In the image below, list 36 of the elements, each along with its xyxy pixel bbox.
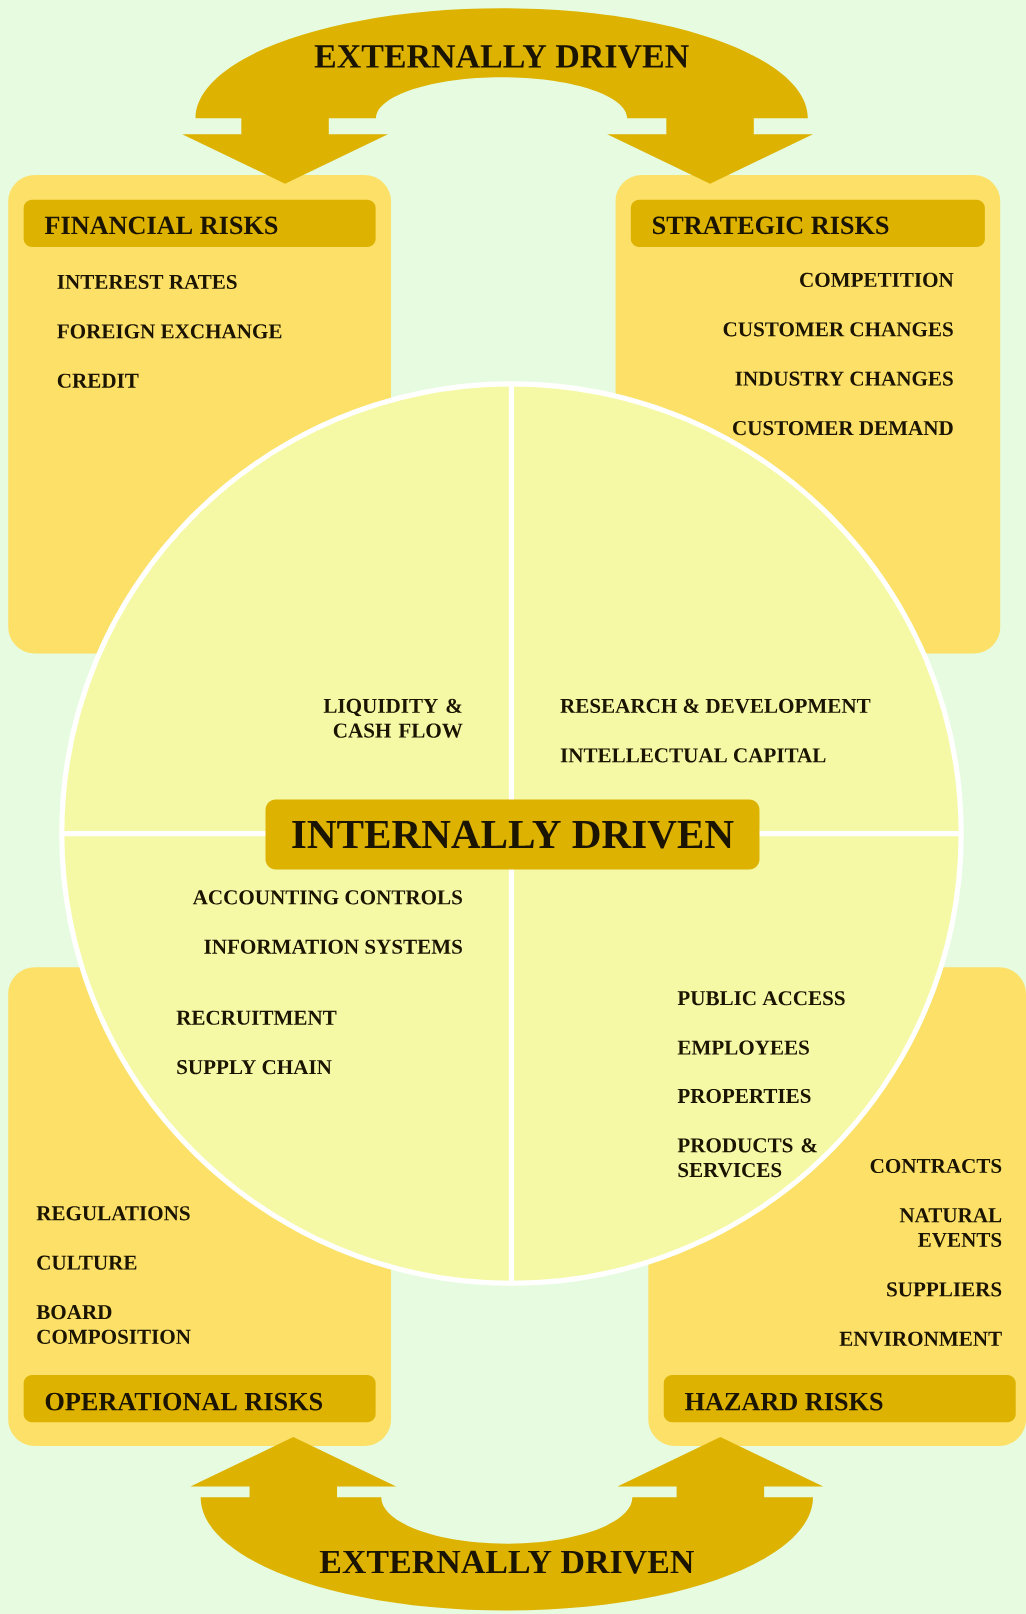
list-item: COMPETITION [800, 272, 954, 287]
list-item: INFORMATION SYSTEMS [204, 939, 462, 954]
list-item: REGULATIONS [36, 1206, 190, 1221]
list-item: RESEARCH & DEVELOPMENT [560, 698, 871, 714]
curved-band: EXTERNALLY DRIVEN [200, 1497, 813, 1611]
list-item: ENVIRONMENT [839, 1331, 1002, 1346]
list-item: SUPPLY CHAIN [177, 1060, 332, 1075]
list-item: PROPERTIES [677, 1088, 811, 1104]
list-item: RECRUITMENT [176, 1010, 337, 1025]
block-arrow [190, 1437, 397, 1500]
list-item: BOARD COMPOSITION [36, 1305, 191, 1344]
list-item: EMPLOYEES [677, 1040, 809, 1055]
banner: INTERNALLY DRIVEN [265, 799, 760, 870]
list-item: CUSTOMER DEMAND [733, 421, 953, 436]
list-item: FOREIGN EXCHANGE [57, 324, 282, 339]
list-item: LIQUIDITY & CASH FLOW [323, 698, 463, 738]
list-item: PUBLIC ACCESS [677, 991, 845, 1006]
heading: HAZARD RISKS [685, 1392, 883, 1411]
block-arrow [617, 1437, 824, 1500]
curved-band: EXTERNALLY DRIVEN [195, 8, 808, 119]
list-item: INDUSTRY CHANGES [735, 371, 953, 386]
list-item: CULTURE [37, 1255, 137, 1270]
list-item: NATURAL EVENTS [899, 1208, 1002, 1248]
list-item: PRODUCTS & SERVICES [677, 1138, 817, 1178]
heading: FINANCIAL RISKS [44, 216, 278, 235]
list-item: INTEREST RATES [57, 274, 237, 290]
list-item: SUPPLIERS [887, 1282, 1002, 1297]
list-item: CONTRACTS [870, 1158, 1002, 1174]
block-arrow [607, 116, 813, 184]
list-item: INTELLECTUAL CAPITAL [560, 748, 826, 763]
heading: OPERATIONAL RISKS [45, 1392, 323, 1411]
list-item: ACCOUNTING CONTROLS [192, 890, 462, 905]
heading: STRATEGIC RISKS [653, 216, 889, 235]
list-item: CUSTOMER CHANGES [723, 322, 953, 337]
list-item: CREDIT [57, 373, 139, 388]
block-arrow [182, 116, 388, 184]
